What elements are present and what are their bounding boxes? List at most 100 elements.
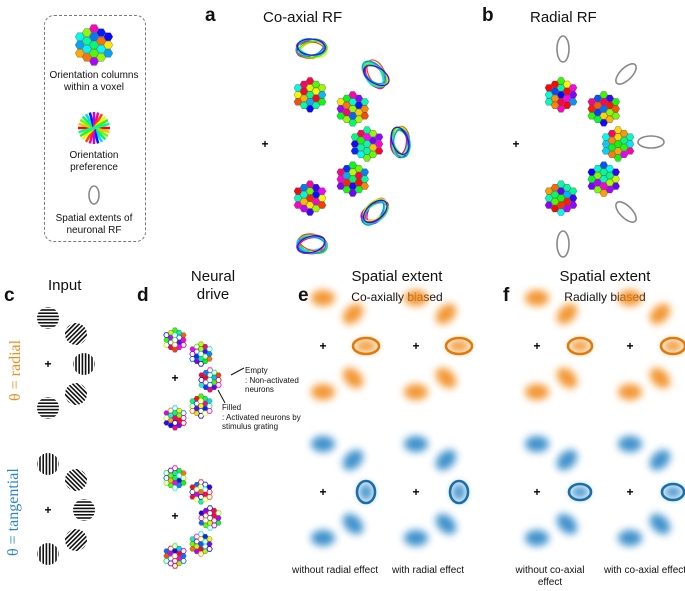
rf-ellipse-bundle [361, 59, 390, 90]
highlight-ring [660, 482, 685, 502]
rf-ellipse-bundle [389, 125, 411, 159]
fixation-cross: + [533, 339, 540, 353]
orientation-column-cluster [198, 367, 222, 393]
spatial-extent-blob [342, 367, 364, 389]
orientation-column-cluster [587, 91, 620, 127]
rf-ellipse [637, 135, 665, 149]
filled-pointer [217, 389, 226, 404]
orientation-column-cluster [189, 341, 213, 367]
grating-stimulus [37, 397, 59, 419]
spatial-extent-blob [556, 513, 578, 535]
orientation-column-cluster [189, 531, 213, 557]
fixation-cross: + [319, 485, 326, 499]
spatial-extent-blob [556, 449, 578, 471]
fixation-cross: + [319, 339, 326, 353]
panel-f-letter: f [503, 285, 510, 306]
orientation-column-cluster [336, 161, 369, 197]
grating-stimulus [60, 524, 92, 556]
fixation-cross: + [171, 371, 178, 385]
spatial-extent-blob [525, 530, 549, 546]
orientation-column-cluster [587, 161, 620, 197]
caption-f-right: with co-axial effect [603, 565, 685, 576]
empty-label: Empty [245, 366, 268, 375]
spatial-extent-blob [355, 340, 377, 352]
highlight-ring [444, 336, 474, 356]
fixation-cross: + [626, 485, 633, 499]
rf-ellipse [88, 185, 100, 205]
legend-orientation-icon [78, 112, 110, 144]
legend-orientation-label: Orientation preference [69, 150, 119, 173]
spatial-extent-blob [649, 449, 671, 471]
grating-stimulus [73, 499, 95, 521]
spatial-extent-blob [649, 367, 671, 389]
fixation-cross: + [512, 137, 519, 151]
spatial-extent-blob [618, 290, 642, 306]
rf-ellipse-bundle [360, 197, 390, 226]
caption-e-right: with radial effect [391, 565, 465, 576]
spatial-extent-blob [359, 483, 373, 501]
grating-stimulus [37, 307, 59, 329]
spatial-extent-blob [342, 303, 364, 325]
orientation-column-cluster [163, 543, 187, 569]
spatial-extent-blob [649, 513, 671, 535]
spatial-extent-blob [435, 367, 457, 389]
orientation-column-cluster [198, 505, 222, 531]
panel-c-letter: c [4, 285, 15, 306]
caption-f-left: without co-axial effect [515, 565, 585, 588]
spatial-extent-blob [311, 384, 335, 400]
filled-label: Filled [222, 403, 242, 412]
fixation-cross: + [44, 503, 51, 517]
rf-ellipse [556, 35, 570, 63]
orientation-column-cluster [163, 405, 187, 431]
spatial-extent-blob [452, 483, 466, 501]
fixation-cross: + [412, 339, 419, 353]
fixation-cross: + [533, 485, 540, 499]
spatial-extent-blob [556, 367, 578, 389]
panel-b-title: Radial RF [530, 9, 597, 26]
orientation-column-cluster [544, 180, 578, 216]
highlight-ring [351, 336, 381, 356]
orientation-column-cluster [601, 126, 635, 162]
orientation-column-cluster [350, 126, 384, 162]
panel-d-title: Neural drive [190, 268, 236, 303]
spatial-extent-blob [435, 303, 457, 325]
panel-d-letter: d [137, 285, 149, 306]
spatial-extent-blob [570, 340, 590, 352]
highlight-ring [659, 336, 685, 356]
spatial-extent-blob [525, 436, 549, 452]
spatial-extent-blob [663, 340, 683, 352]
orientation-column-cluster [544, 77, 578, 113]
rf-ellipse [615, 63, 637, 85]
spatial-extent-blob [618, 436, 642, 452]
spatial-extent-blob [618, 530, 642, 546]
spatial-extent-blob [618, 384, 642, 400]
spatial-extent-blob [649, 303, 671, 325]
highlight-ring [448, 479, 470, 505]
fixation-cross: + [626, 339, 633, 353]
rf-ellipse-bundle [296, 233, 328, 255]
rf-ellipse [556, 230, 570, 258]
grating-stimulus [37, 453, 59, 475]
grating-stimulus [60, 378, 92, 410]
spatial-extent-blob [556, 303, 578, 325]
empty-desc: : Non-activated neurons [245, 376, 299, 394]
grating-stimulus [60, 318, 92, 350]
orientation-column-cluster [189, 479, 213, 505]
rf-ellipse [615, 201, 637, 223]
spatial-extent-blob [311, 436, 335, 452]
empty-pointer [230, 367, 245, 376]
panel-b-letter: b [482, 5, 494, 26]
orientation-column-cluster [293, 77, 327, 113]
spatial-extent-blob [435, 449, 457, 471]
legend-box [44, 15, 146, 242]
spatial-extent-blob [448, 340, 470, 352]
orientation-column-cluster [163, 327, 187, 353]
spatial-extent-blob [435, 513, 457, 535]
highlight-ring [567, 482, 593, 502]
fixation-cross: + [171, 509, 178, 523]
spatial-extent-blob [404, 384, 428, 400]
spatial-extent-blob [404, 530, 428, 546]
legend-columns-label: Orientation columns within a voxel [49, 70, 139, 93]
rf-ellipse-bundle [295, 38, 328, 60]
spatial-extent-blob [664, 486, 682, 498]
